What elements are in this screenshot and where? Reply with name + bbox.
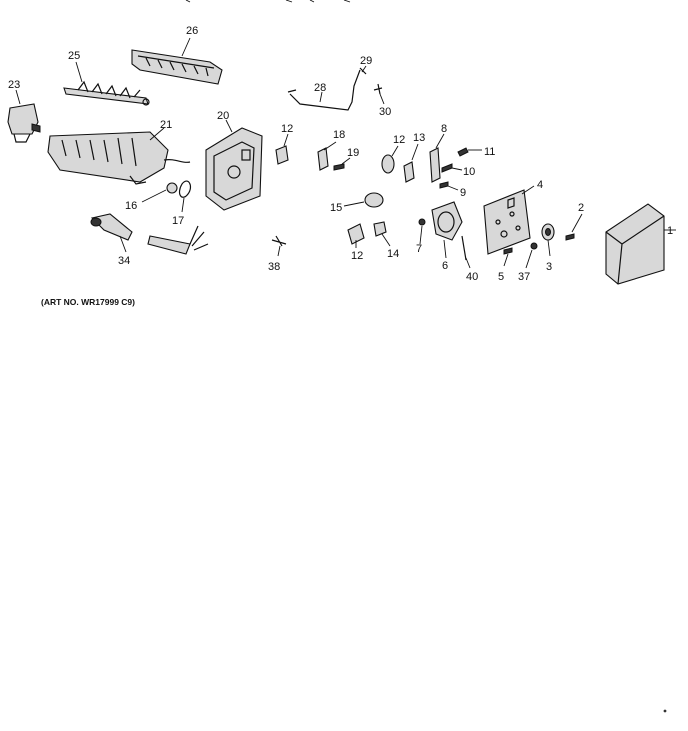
callout-29: 29 [360,55,372,67]
part-20-housing: 20 [205,110,263,211]
part-10-screw: 10 [441,163,475,178]
callout-6: 6 [442,260,448,272]
part-15-thermostat: 15 [330,192,384,214]
callout-21: 21 [160,119,172,131]
art-number-caption: (ART NO. WR17999 C9) [41,297,135,307]
callout-15: 15 [330,202,342,214]
callout-40: 40 [466,271,478,283]
part-11-screw: 11 [457,146,495,158]
part-34-fill-tube: 34 [90,213,133,267]
part-21-ice-mold: 21 [47,119,191,185]
part-38-clip: 38 [268,235,287,273]
part-26-stripper: 26 [131,25,223,85]
part-12b-cam: 12 [381,134,405,174]
callout-28: 28 [314,82,326,94]
callout-16: 16 [125,200,137,212]
part-12c-cam: 12 [347,223,365,262]
callout-9: 9 [460,187,466,199]
callout-19: 19 [347,147,359,159]
callout-38: 38 [268,261,280,273]
part-17-heater-clip: 17 [172,180,192,227]
callout-26: 26 [186,25,198,37]
part-6-motor: 6 [431,201,463,272]
callout-7: 7 [416,243,422,255]
part-harness [147,225,209,255]
callout-17: 17 [172,215,184,227]
callout-14: 14 [387,248,399,260]
stray-mark [663,709,667,713]
part-28-shutoff-arm: 28 [287,69,361,111]
callout-20: 20 [217,110,229,122]
part-1-cover: 1 [605,203,676,285]
part-25-ejector: 25 [63,50,150,106]
callout-8: 8 [441,123,447,135]
part-4-plate: 4 [483,179,543,255]
part-7-screw: 7 [416,218,426,255]
part-5-screw: 5 [498,247,513,283]
part-8-holder: 8 [429,123,447,183]
part-40-wire: 40 [461,235,478,283]
part-14-gear: 14 [373,221,399,260]
part-19-screw: 19 [333,147,359,171]
part-2-screw: 2 [565,202,584,241]
callout-30: 30 [379,106,391,118]
callout-2: 2 [578,202,584,214]
callout-12c: 12 [351,250,363,262]
callout-5: 5 [498,271,504,283]
part-18-lever: 18 [317,129,345,171]
callout-25: 25 [68,50,80,62]
part-29-spring: 29 [359,55,372,75]
callout-34: 34 [118,255,130,267]
part-37-washer: 37 [518,242,538,283]
part-30-clip: 30 [373,83,391,118]
callout-12a: 12 [281,123,293,135]
callout-10: 10 [463,166,475,178]
callout-4: 4 [537,179,543,191]
part-23-fill-cup: 23 [7,79,41,143]
callout-13: 13 [413,132,425,144]
part-13-switch: 13 [403,132,425,183]
part-12a-bracket: 12 [275,123,293,165]
cropped-top-marks [185,0,351,3]
callout-18: 18 [333,129,345,141]
part-9-screw: 9 [439,181,466,199]
callout-37: 37 [518,271,530,283]
callout-1: 1 [667,225,673,237]
callout-12b: 12 [393,134,405,146]
part-16-thermostat-clip: 16 [125,182,178,212]
callout-11: 11 [484,146,495,158]
part-3-gear: 3 [541,223,555,273]
callout-3: 3 [546,261,552,273]
callout-23: 23 [8,79,20,91]
